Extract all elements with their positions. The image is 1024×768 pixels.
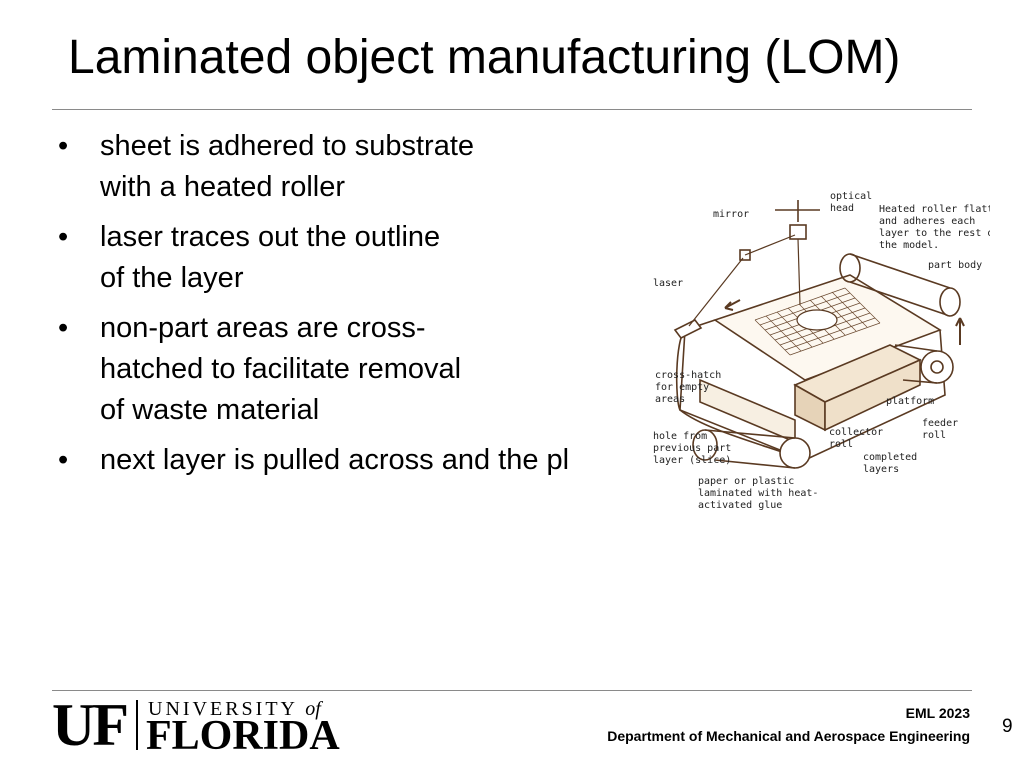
label-mirror: mirror: [713, 209, 749, 220]
cross-hatch-grid: [754, 287, 881, 356]
label-completed-layers: completed: [863, 452, 917, 463]
label-laser: laser: [653, 278, 683, 289]
label-platform: platform: [886, 396, 934, 407]
course-code: EML 2023: [905, 705, 970, 721]
bullet-text: non-part areas are cross-: [100, 312, 426, 344]
label-feeder-roll: feeder: [922, 418, 958, 429]
bullet-text: sheet is adhered to substrate: [100, 130, 475, 162]
logo-university-text: UNIVERSITY: [148, 698, 298, 720]
bullet-list: • sheet is adhered to substrate with a h…: [58, 126, 958, 490]
label-optical-head: optical: [830, 191, 872, 202]
label-cross-hatch: cross-hatch: [655, 370, 721, 381]
label-optical-head: head: [830, 203, 854, 214]
label-feeder-roll: roll: [922, 430, 946, 441]
footer-divider: [52, 690, 972, 691]
label-cross-hatch: areas: [655, 394, 685, 405]
bullet-text: with a heated roller: [100, 171, 346, 203]
lom-diagram: mirror optical head Heated roller flatte…: [645, 180, 990, 515]
logo-divider: [136, 700, 138, 750]
label-cross-hatch: for empty: [655, 382, 709, 393]
label-collector-roll: collector: [829, 427, 883, 438]
label-part-body: part body: [928, 260, 982, 271]
bullet-item: • next layer is pulled across and the pl: [58, 440, 958, 481]
slide-title: Laminated object manufacturing (LOM): [68, 31, 901, 84]
label-paper: paper or plastic: [698, 476, 794, 487]
logo-uf-monogram: UF: [52, 692, 129, 758]
bullet-item: • non-part areas are cross- hatched to f…: [58, 308, 958, 431]
label-hole: hole from: [653, 431, 707, 442]
label-heated-roller: and adheres each: [879, 216, 975, 227]
bullet-text: of waste material: [100, 394, 320, 426]
bullet-item: • laser traces out the outline of the la…: [58, 217, 958, 299]
bullet-text: hatched to facilitate removal: [100, 353, 462, 385]
logo-of: of: [305, 698, 321, 720]
uf-logo: UF UNIVERSITY of FLORIDA: [52, 692, 352, 759]
label-heated-roller: layer to the rest of: [879, 228, 990, 239]
label-hole: layer (slice): [653, 455, 731, 466]
lom-diagram-drawing: mirror optical head Heated roller flatte…: [653, 191, 990, 511]
logo-university: UNIVERSITY of: [148, 698, 321, 721]
bullet-text: laser traces out the outline: [100, 221, 441, 253]
label-completed-layers: layers: [863, 464, 899, 475]
logo-florida: FLORIDA: [146, 713, 340, 759]
label-hole: previous part: [653, 443, 731, 454]
bullet-text: of the layer: [100, 262, 244, 294]
bullet-marker: •: [58, 221, 69, 253]
label-heated-roller: the model.: [879, 240, 939, 251]
department-name: Department of Mechanical and Aerospace E…: [607, 728, 970, 744]
bullet-marker: •: [58, 312, 69, 344]
bullet-text: next layer is pulled across and the pl: [100, 444, 570, 476]
label-paper: activated glue: [698, 500, 782, 511]
diagram-labels: mirror optical head Heated roller flatte…: [653, 191, 990, 511]
bullet-marker: •: [58, 130, 69, 162]
bullet-item: • sheet is adhered to substrate with a h…: [58, 126, 958, 208]
label-collector-roll: roll: [829, 439, 853, 450]
title-divider: [52, 109, 972, 110]
label-heated-roller: Heated roller flattens: [879, 204, 990, 215]
page-number: 9: [1002, 716, 1013, 737]
label-paper: laminated with heat-: [698, 488, 818, 499]
bullet-marker: •: [58, 444, 69, 476]
